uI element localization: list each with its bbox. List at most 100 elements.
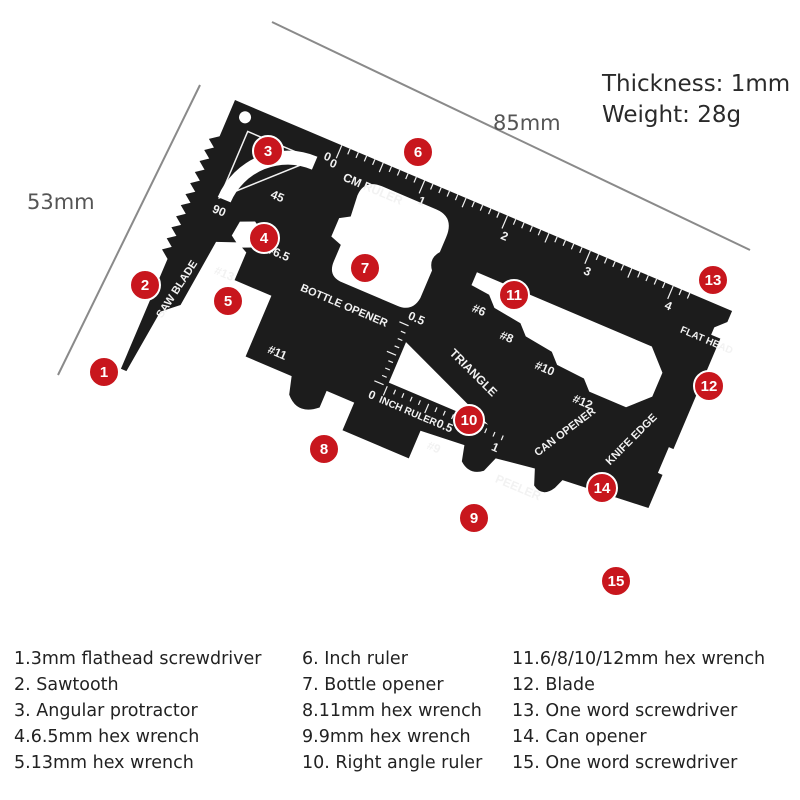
legend-column-1: 1.3mm flathead screwdriver 2. Sawtooth 3… bbox=[14, 646, 261, 776]
ruler-tick bbox=[394, 345, 400, 349]
callout-number: 4 bbox=[260, 230, 269, 247]
ruler-tick bbox=[653, 278, 658, 285]
callout-number: 11 bbox=[506, 287, 522, 304]
in-half-label: 0.5 bbox=[406, 309, 427, 329]
product-illustration: 90 45 0 #6.5 #13 CM RULER 0 1 2 3 4 #6 #… bbox=[57, 21, 751, 597]
multitool-card: 90 45 0 #6.5 #13 CM RULER 0 1 2 3 4 #6 #… bbox=[120, 100, 734, 508]
ruler-tick bbox=[417, 400, 421, 406]
ruler-tick bbox=[363, 155, 368, 162]
ruler-tick bbox=[374, 380, 384, 386]
ruler-tick bbox=[562, 240, 567, 247]
ruler-tick bbox=[595, 254, 600, 261]
deg-45-label: 45 bbox=[269, 187, 287, 205]
callout-number: 10 bbox=[461, 412, 478, 429]
cm-0-label: 0 bbox=[328, 156, 340, 172]
legend-item: 8.11mm hex wrench bbox=[302, 701, 482, 721]
ruler-tick bbox=[667, 285, 674, 300]
deg-90-label: 90 bbox=[210, 202, 228, 220]
callout-badge-11: 11 bbox=[498, 279, 530, 311]
legend-item: 1.3mm flathead screwdriver bbox=[14, 649, 262, 669]
hex-9-label: #9 bbox=[425, 438, 443, 456]
ruler-tick bbox=[579, 247, 583, 254]
legend-item: 14. Can opener bbox=[512, 727, 647, 747]
ruler-tick bbox=[686, 292, 691, 299]
callout-number: 6 bbox=[414, 144, 422, 161]
ruler-tick bbox=[454, 194, 459, 201]
legend-column-2: 6. Inch ruler 7. Bottle opener 8.11mm he… bbox=[302, 646, 482, 776]
callout-number: 2 bbox=[141, 277, 149, 294]
ruler-tick bbox=[500, 435, 504, 441]
ruler-tick bbox=[461, 197, 467, 208]
callout-number: 1 bbox=[100, 364, 108, 381]
cm-1-label: 1 bbox=[416, 193, 428, 209]
protractor-arc bbox=[217, 150, 318, 203]
height-dimension-line bbox=[57, 84, 201, 376]
ruler-tick bbox=[388, 166, 393, 173]
callout-number: 14 bbox=[594, 480, 611, 497]
ruler-tick bbox=[544, 233, 550, 243]
callout-badge-9: 9 bbox=[458, 502, 490, 534]
cm-ruler-ticks bbox=[335, 145, 691, 300]
cm-2-label: 2 bbox=[499, 228, 511, 244]
ruler-tick bbox=[405, 173, 409, 180]
callout-badge-14: 14 bbox=[586, 472, 618, 504]
callout-badge-2: 2 bbox=[129, 269, 161, 301]
callout-number: 13 bbox=[705, 272, 722, 289]
legend-item: 2. Sawtooth bbox=[14, 675, 119, 695]
ruler-tick bbox=[409, 396, 413, 402]
ruler-tick bbox=[424, 403, 430, 414]
callout-badge-1: 1 bbox=[88, 356, 120, 388]
callout-badge-5: 5 bbox=[212, 285, 244, 317]
ruler-tick bbox=[388, 360, 394, 364]
callout-badge-12: 12 bbox=[693, 370, 725, 402]
ruler-tick bbox=[627, 268, 633, 278]
ruler-tick bbox=[570, 243, 575, 250]
callout-badge-15: 15 bbox=[600, 565, 632, 597]
ruler-tick bbox=[384, 367, 391, 371]
card-body bbox=[120, 100, 733, 508]
callout-number: 12 bbox=[701, 378, 718, 395]
ruler-tick bbox=[554, 236, 558, 243]
ruler-tick bbox=[397, 337, 403, 342]
thickness-spec: Thickness: 1mm bbox=[602, 71, 791, 97]
ruler-tick bbox=[446, 190, 451, 197]
ruler-tick bbox=[393, 389, 397, 395]
callout-badge-4: 4 bbox=[248, 222, 280, 254]
ruler-tick bbox=[479, 204, 484, 211]
ruler-tick bbox=[413, 176, 417, 183]
legend-item: 10. Right angle ruler bbox=[302, 753, 483, 773]
ruler-tick bbox=[537, 229, 542, 236]
ruler-tick bbox=[347, 148, 351, 155]
cm-4-label: 4 bbox=[663, 298, 675, 314]
cm-3-label: 3 bbox=[582, 264, 594, 280]
ruler-tick bbox=[488, 208, 492, 215]
callout-number: 9 bbox=[470, 510, 478, 527]
ruler-tick bbox=[335, 145, 343, 159]
callout-number: 3 bbox=[264, 143, 272, 160]
callout-badge-6: 6 bbox=[402, 136, 434, 168]
ruler-tick bbox=[430, 183, 434, 190]
ruler-tick bbox=[372, 159, 376, 166]
ruler-tick bbox=[603, 257, 608, 264]
ruler-tick bbox=[612, 261, 616, 268]
ruler-tick bbox=[381, 374, 387, 378]
ruler-tick bbox=[400, 330, 406, 334]
ruler-tick bbox=[496, 211, 500, 218]
legend-item: 3. Angular protractor bbox=[14, 701, 198, 721]
ruler-tick bbox=[645, 275, 649, 282]
legend-item: 13. One word screwdriver bbox=[512, 701, 738, 721]
callout-number: 15 bbox=[608, 573, 625, 590]
hex-6-label: #6 bbox=[470, 301, 488, 319]
ruler-tick bbox=[529, 225, 533, 232]
ruler-tick bbox=[442, 410, 446, 416]
height-dimension-label: 53mm bbox=[27, 190, 95, 214]
ruler-tick bbox=[521, 222, 525, 229]
legend-item: 4.6.5mm hex wrench bbox=[14, 727, 200, 747]
hex-13-label: #13 bbox=[212, 263, 236, 284]
ruler-tick bbox=[401, 393, 405, 399]
feature-legend: 1.3mm flathead screwdriver 2. Sawtooth 3… bbox=[14, 646, 794, 786]
ruler-tick bbox=[492, 431, 496, 437]
saw-teeth bbox=[162, 136, 221, 260]
lanyard-hole bbox=[239, 111, 252, 124]
